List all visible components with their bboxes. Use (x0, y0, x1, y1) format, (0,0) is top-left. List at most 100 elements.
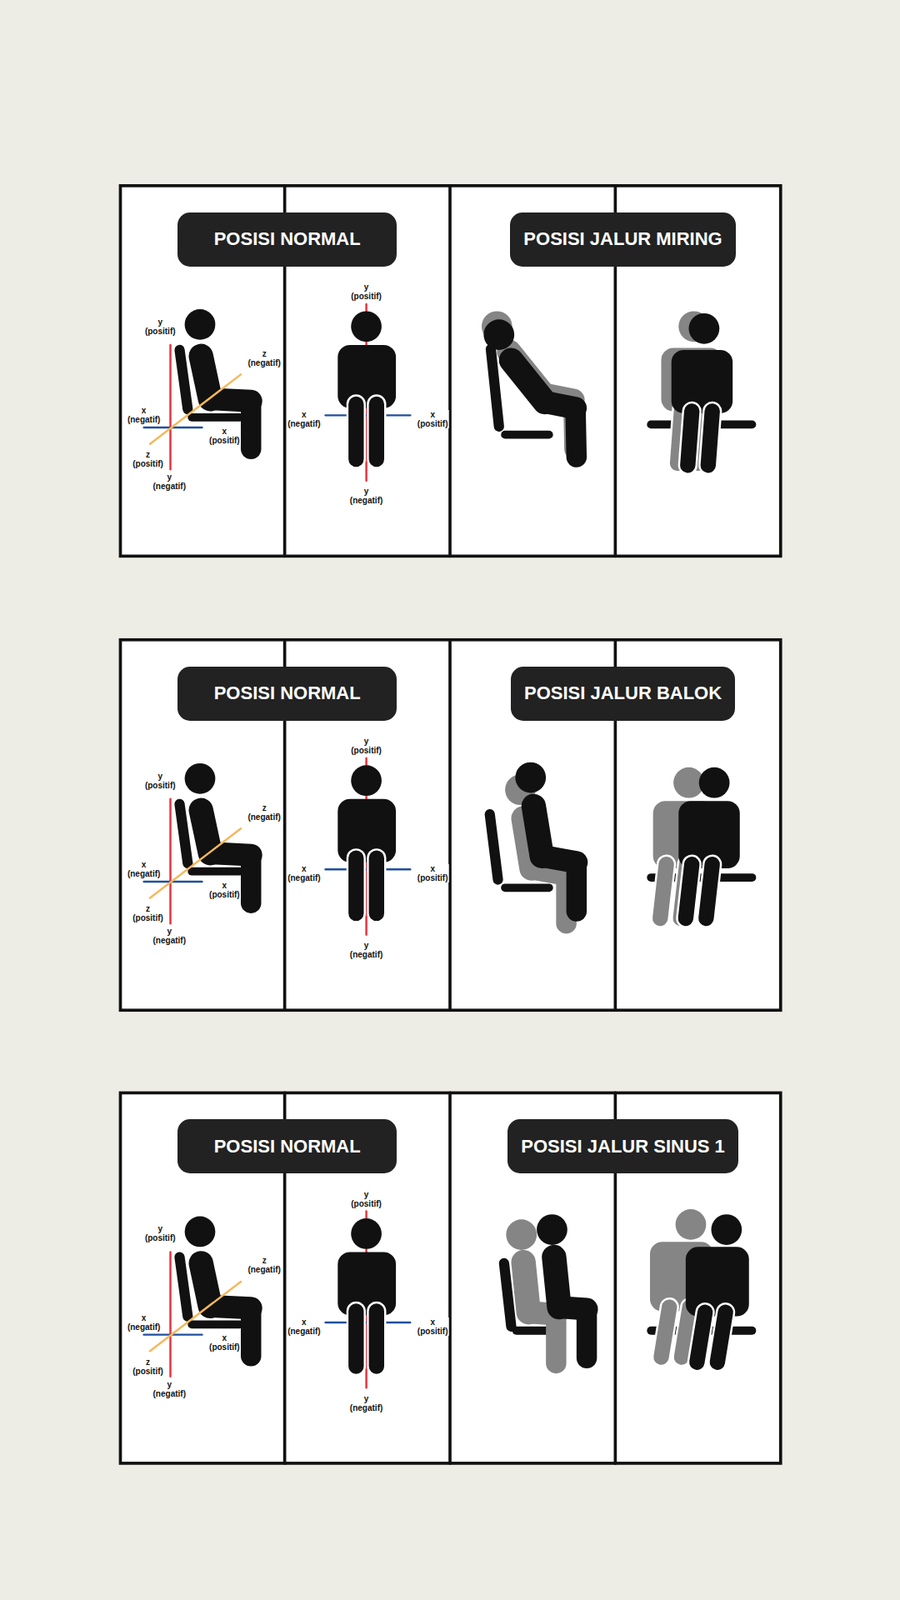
head (699, 767, 730, 799)
axis-label: y (positif) (350, 1190, 383, 1209)
leg (696, 1312, 705, 1363)
shin (545, 1314, 566, 1364)
shin (575, 408, 577, 458)
axis-label: z (positif) (131, 904, 165, 923)
leg-outline (660, 864, 666, 919)
axis-label: y (negatif) (152, 472, 187, 491)
torso (685, 1246, 750, 1316)
leg (660, 1307, 670, 1358)
axis-label: x (positif) (416, 410, 450, 429)
shin (240, 855, 261, 904)
axis-label: y (positif) (144, 317, 177, 336)
axis-label: y (negatif) (349, 1394, 384, 1413)
axis-label: x (negatif) (286, 410, 321, 429)
head (710, 1214, 742, 1245)
panel (120, 640, 780, 1010)
head (185, 763, 216, 795)
leg-outline (696, 1312, 705, 1363)
head (185, 1216, 216, 1248)
title-pill: POSISI JALUR MIRING (510, 212, 735, 267)
seated-person-front (337, 1218, 396, 1367)
leg (687, 410, 692, 465)
title-pill: POSISI JALUR BALOK (510, 666, 735, 721)
seated-person-front (337, 765, 396, 914)
column-divider (448, 185, 452, 556)
title-pill: POSISI NORMAL (177, 1119, 397, 1174)
head (505, 1219, 537, 1250)
leg-outline (346, 858, 366, 914)
torso (337, 1251, 396, 1315)
head (350, 1218, 382, 1250)
shin (240, 400, 261, 450)
head (185, 309, 216, 340)
axis-label: x (positif) (416, 864, 450, 883)
leg (348, 404, 364, 460)
seat (505, 430, 550, 440)
column-divider (448, 1092, 452, 1463)
seated-person-side (515, 762, 576, 912)
column-divider (448, 640, 452, 1010)
panel-frame (120, 185, 780, 556)
axis-label: y (negatif) (152, 926, 187, 945)
seat (191, 867, 240, 876)
leg (369, 1310, 385, 1366)
leg (348, 1310, 364, 1366)
axis-label: x (positif) (208, 426, 241, 445)
seated-person-front (678, 767, 740, 919)
panel (120, 185, 780, 556)
panel-frame (120, 640, 780, 1010)
axis-label: y (negatif) (349, 486, 384, 505)
title-text: POSISI JALUR MIRING (523, 228, 722, 250)
head (350, 310, 382, 342)
leg-outline (687, 410, 692, 465)
shin (566, 862, 587, 912)
backrest (490, 349, 500, 427)
leg-outline (685, 864, 692, 919)
leg (348, 858, 364, 914)
head (675, 1209, 707, 1240)
leg (660, 864, 666, 919)
shin (240, 1308, 261, 1357)
leg-outline (708, 410, 713, 465)
axis-label: x (positif) (416, 1317, 450, 1336)
head (689, 313, 720, 345)
seated-person-side (481, 310, 575, 449)
axis-label: y (positif) (144, 1224, 177, 1243)
seat (191, 413, 240, 422)
leg-outline (366, 1310, 386, 1366)
leg (369, 858, 385, 914)
leg (708, 410, 713, 465)
title-pill: POSISI NORMAL (177, 666, 397, 721)
seat (191, 1320, 240, 1329)
axis-label: x (negatif) (286, 864, 321, 883)
head (515, 762, 546, 794)
head (536, 1214, 568, 1245)
y-axis (169, 1251, 171, 1376)
seated-person-front (685, 1214, 750, 1363)
axis-label: y (positif) (144, 771, 177, 790)
axis-label: y (positif) (350, 282, 383, 301)
head (483, 319, 515, 350)
leg (685, 864, 692, 919)
axis-label: z (positif) (131, 450, 165, 469)
backrest (180, 804, 189, 864)
seated-person-side (536, 1214, 587, 1359)
axis-label: x (negatif) (126, 405, 161, 425)
backrest (504, 1263, 512, 1327)
axis-label: x (negatif) (286, 1317, 321, 1336)
panel-frame (120, 1092, 780, 1463)
axis-label: x (negatif) (126, 1313, 161, 1332)
title-text: POSISI NORMAL (214, 682, 361, 705)
seated-person-side (483, 319, 576, 457)
seated-person-front (671, 313, 733, 465)
backrest (180, 1257, 189, 1317)
title-pill: POSISI JALUR SINUS 1 (507, 1119, 739, 1174)
title-text: POSISI JALUR BALOK (524, 682, 722, 705)
torso (337, 345, 396, 409)
head (350, 765, 382, 796)
title-text: POSISI NORMAL (214, 228, 361, 250)
leg-outline (705, 864, 712, 919)
axis-label: x (positif) (208, 880, 241, 900)
axis-label: y (negatif) (349, 940, 384, 960)
